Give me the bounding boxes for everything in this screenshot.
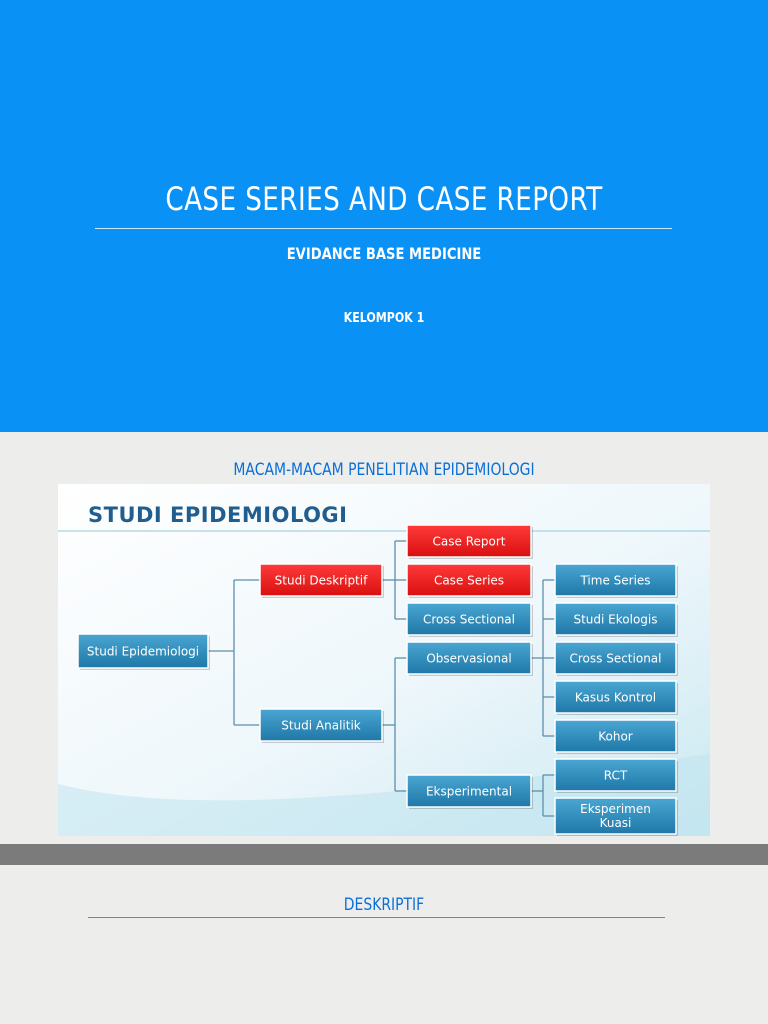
node-root: Studi Epidemiologi: [77, 633, 210, 670]
title-slide: CASE SERIES AND CASE REPORT EVIDANCE BAS…: [0, 0, 768, 432]
epidemiology-diagram: STUDI EPIDEMIOLOGI Studi EpidemiologiStu…: [58, 484, 710, 836]
diagram-heading: STUDI EPIDEMIOLOGI: [88, 503, 347, 527]
node-box: [554, 563, 677, 597]
node-label: Kuasi: [600, 816, 632, 830]
node-time-series: Time Series: [554, 563, 678, 598]
node-label: Cross Sectional: [423, 613, 515, 627]
node-kasus-kontrol: Kasus Kontrol: [554, 680, 678, 715]
node-box: [406, 563, 532, 597]
node-box: [77, 633, 209, 669]
node-box: [259, 708, 383, 742]
node-case-series: Case Series: [406, 563, 533, 598]
node-observasional: Observasional: [406, 641, 533, 676]
heading-divider: [88, 917, 665, 918]
node-kohor: Kohor: [554, 719, 678, 754]
node-box: [406, 774, 532, 808]
node-label: Studi Analitik: [281, 719, 361, 733]
node-analitik: Studi Analitik: [259, 708, 384, 743]
slide-heading: MACAM-MACAM PENELITIAN EPIDEMIOLOGI: [233, 460, 535, 480]
node-rct: RCT: [554, 758, 678, 793]
slide-heading: DESKRIPTIF: [343, 895, 425, 915]
node-label: Studi Epidemiologi: [87, 645, 199, 659]
node-label: Studi Ekologis: [573, 613, 657, 627]
node-box: [554, 758, 677, 792]
node-box: [406, 524, 532, 558]
node-label: Studi Deskriptif: [275, 574, 368, 588]
node-box: [406, 641, 532, 675]
node-label: Kasus Kontrol: [575, 691, 656, 705]
node-box: [406, 602, 532, 636]
node-eksperimental: Eksperimental: [406, 774, 533, 809]
slide-subtitle: EVIDANCE BASE MEDICINE: [286, 244, 482, 263]
node-group: Studi Epidemiologi Studi DeskriptifStudi …: [77, 524, 678, 836]
node-box: [554, 680, 677, 714]
node-box: [554, 797, 677, 835]
node-case-report: Case Report: [406, 524, 533, 559]
node-label: Observasional: [426, 652, 511, 666]
node-cross-sectional-2: Cross Sectional: [554, 641, 678, 676]
connector-lines: [208, 540, 555, 817]
node-label: Case Report: [433, 535, 506, 549]
node-box: [554, 602, 677, 636]
diagram-slide: MACAM-MACAM PENELITIAN EPIDEMIOLOGI STUD…: [0, 432, 768, 844]
node-deskriptif: Studi Deskriptif: [259, 563, 384, 598]
node-box: [554, 641, 677, 675]
next-slide: DESKRIPTIF: [0, 865, 768, 1024]
node-box: [554, 719, 677, 753]
node-label: RCT: [604, 769, 628, 783]
slide-separator: [0, 844, 768, 865]
group-label: KELOMPOK 1: [343, 311, 425, 326]
node-label: Case Series: [434, 574, 504, 588]
title-divider: [95, 228, 672, 229]
node-cross-sectional-1: Cross Sectional: [406, 602, 533, 637]
node-label: Eksperimental: [426, 785, 512, 799]
node-label: Kohor: [598, 730, 633, 744]
node-label: Cross Sectional: [570, 652, 662, 666]
node-label: Time Series: [579, 574, 650, 588]
node-studi-ekologis: Studi Ekologis: [554, 602, 678, 637]
slide-title: CASE SERIES AND CASE REPORT: [165, 180, 603, 218]
node-box: [259, 563, 383, 597]
node-label: Eksperimen: [580, 802, 651, 816]
